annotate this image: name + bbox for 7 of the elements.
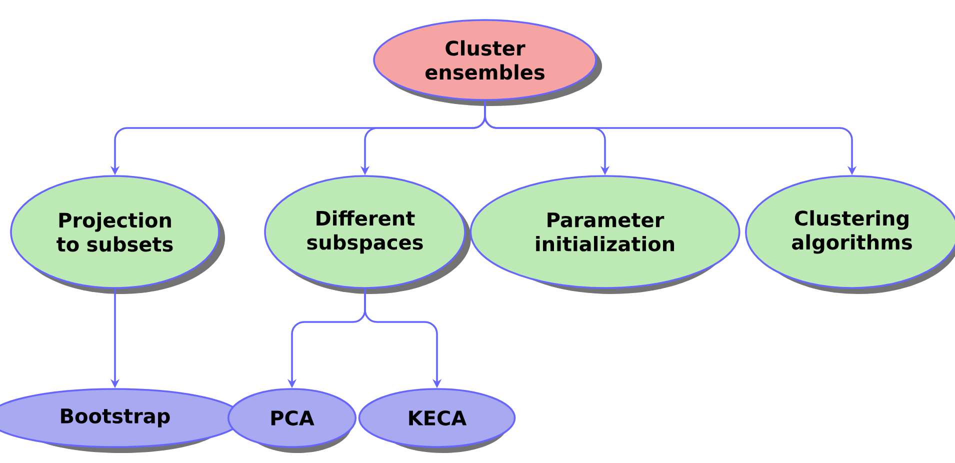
ellipse-node: KECA bbox=[358, 388, 516, 453]
ellipse-node: PCA bbox=[227, 388, 357, 453]
ellipse-node: Projection to subsets bbox=[10, 175, 225, 294]
ellipse-node: Clustering algorithms bbox=[745, 175, 955, 294]
ellipse-node: Parameter initialization bbox=[470, 175, 740, 294]
ellipse-node: Different subspaces bbox=[264, 175, 471, 294]
ellipse-node: Cluster ensembles bbox=[373, 19, 602, 106]
